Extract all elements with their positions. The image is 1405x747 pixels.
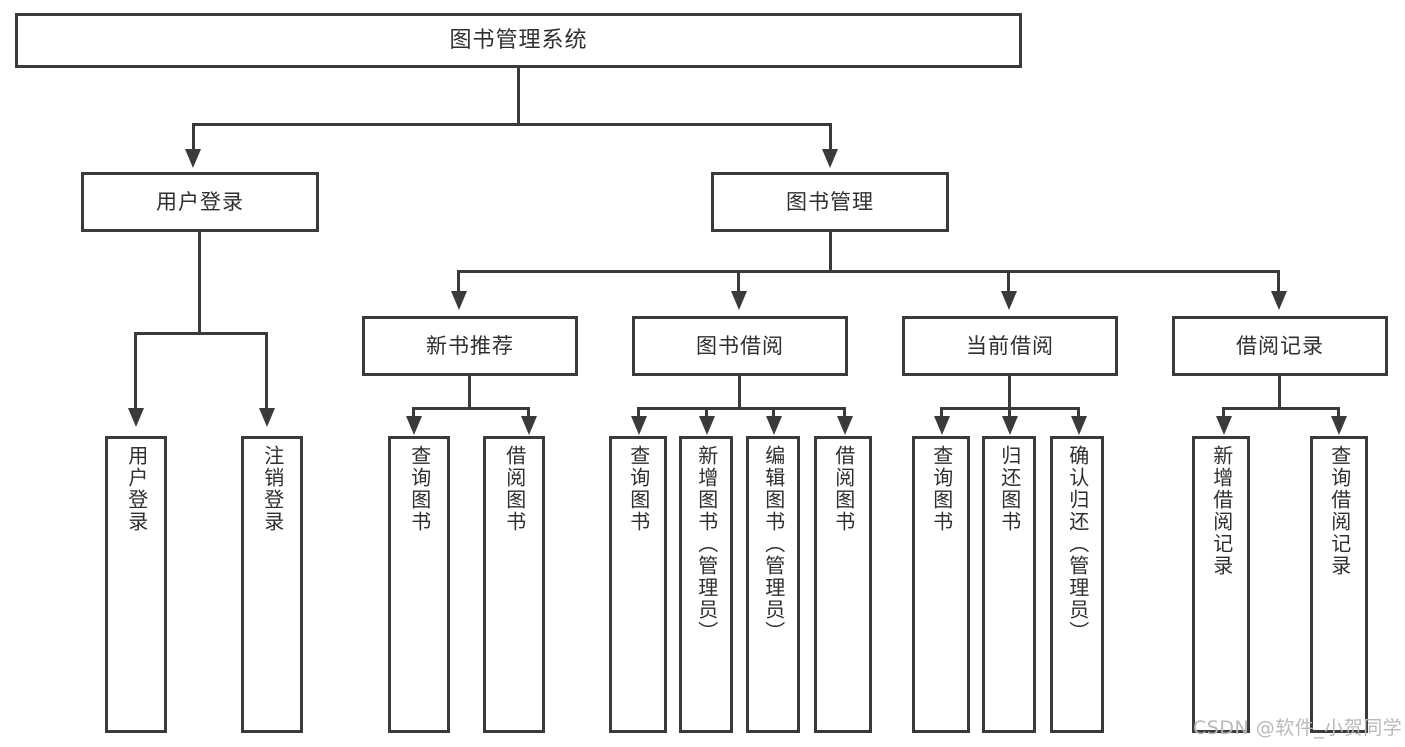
connector-cb-stem: [1008, 376, 1011, 407]
arrowhead-cb-leaf-2: [1002, 416, 1018, 435]
arrowhead-bb-leaf-3: [766, 416, 782, 435]
node-current-borrow[interactable]: 当前借阅: [902, 316, 1118, 376]
leaf-label: 借阅图书: [502, 445, 527, 533]
arrowhead-nbr-leaf-1: [406, 416, 422, 435]
leaf-query-book-recommend[interactable]: 查询图书: [388, 436, 450, 733]
node-borrow-record[interactable]: 借阅记录: [1172, 316, 1388, 376]
connector-bm-drop-new-book: [457, 270, 460, 292]
leaf-query-book-borrow[interactable]: 查询图书: [609, 436, 667, 733]
node-book-management[interactable]: 图书管理: [711, 172, 949, 232]
connector-br-drop-2: [1337, 407, 1340, 417]
connector-user-login-stem: [198, 232, 201, 332]
leaf-label: 借阅图书: [831, 445, 856, 533]
leaf-borrow-book[interactable]: 借阅图书: [814, 436, 872, 733]
connector-bb-drop-2: [705, 407, 708, 417]
connector-book-management-bar: [457, 270, 1280, 273]
connector-nbr-drop-1: [412, 407, 415, 417]
leaf-label: 注销登录: [260, 445, 285, 533]
leaf-label: 归还图书: [997, 445, 1022, 533]
arrowhead-cb-leaf-3: [1071, 416, 1087, 435]
connector-root-to-user-login: [192, 123, 195, 151]
node-new-book-recommend[interactable]: 新书推荐: [362, 316, 578, 376]
leaf-label: 编辑图书（管理员）: [761, 445, 786, 643]
leaf-user-login[interactable]: 用户登录: [105, 436, 167, 733]
arrowhead-cb-leaf-1: [934, 416, 950, 435]
connector-book-management-stem: [829, 232, 832, 270]
arrowhead-bb-leaf-1: [631, 416, 647, 435]
node-label: 借阅记录: [1236, 333, 1324, 358]
leaf-confirm-return[interactable]: 确认归还（管理员）: [1050, 436, 1104, 733]
connector-br-bar: [1222, 407, 1340, 410]
leaf-add-borrow-record[interactable]: 新增借阅记录: [1192, 436, 1250, 733]
connector-bm-drop-book-borrow: [737, 270, 740, 292]
connector-bb-drop-1: [637, 407, 640, 417]
arrowhead-root-to-user-login: [185, 149, 201, 168]
arrowhead-root-to-book-management: [822, 149, 838, 168]
connector-nbr-stem: [468, 376, 471, 407]
leaf-edit-book[interactable]: 编辑图书（管理员）: [746, 436, 800, 733]
connector-root-bar: [192, 123, 832, 126]
leaf-label: 查询图书: [407, 445, 432, 533]
leaf-query-book-current[interactable]: 查询图书: [912, 436, 970, 733]
connector-user-login-bar: [134, 332, 268, 335]
leaf-label: 用户登录: [124, 445, 149, 533]
connector-bb-drop-4: [843, 407, 846, 417]
node-label: 图书管理系统: [449, 27, 588, 53]
connector-cb-drop-2: [1008, 407, 1011, 417]
arrowhead-bm-borrow-record: [1271, 291, 1287, 310]
connector-br-stem: [1278, 376, 1281, 407]
node-root-book-management-system[interactable]: 图书管理系统: [15, 13, 1022, 68]
leaf-user-logout[interactable]: 注销登录: [241, 436, 303, 733]
arrowhead-br-leaf-1: [1216, 416, 1232, 435]
connector-bb-drop-3: [772, 407, 775, 417]
connector-br-drop-1: [1222, 407, 1225, 417]
arrowhead-nbr-leaf-2: [521, 416, 537, 435]
connector-nbr-drop-2: [527, 407, 530, 417]
connector-bb-stem: [738, 376, 741, 407]
arrowhead-user-login-leaf-2: [259, 408, 275, 427]
connector-bm-drop-borrow-record: [1277, 270, 1280, 292]
leaf-label: 查询图书: [626, 445, 651, 533]
leaf-query-borrow-record[interactable]: 查询借阅记录: [1310, 436, 1368, 733]
node-user-login[interactable]: 用户登录: [81, 172, 319, 232]
node-label: 当前借阅: [966, 333, 1054, 358]
connector-root-to-book-management: [829, 123, 832, 151]
leaf-add-book[interactable]: 新增图书（管理员）: [679, 436, 733, 733]
leaf-label: 确认归还（管理员）: [1065, 445, 1090, 643]
node-label: 新书推荐: [426, 333, 514, 358]
connector-bb-bar: [637, 407, 846, 410]
connector-cb-drop-3: [1077, 407, 1080, 417]
arrowhead-bb-leaf-4: [837, 416, 853, 435]
connector-bm-drop-current-borrow: [1007, 270, 1010, 292]
arrowhead-bb-leaf-2: [699, 416, 715, 435]
leaf-label: 新增借阅记录: [1209, 445, 1234, 577]
arrowhead-bm-new-book-recommend: [451, 291, 467, 310]
connector-cb-drop-1: [940, 407, 943, 417]
leaf-label: 查询图书: [929, 445, 954, 533]
leaf-label: 查询借阅记录: [1327, 445, 1352, 577]
leaf-label: 新增图书（管理员）: [694, 445, 719, 643]
arrowhead-br-leaf-2: [1331, 416, 1347, 435]
arrowhead-bm-book-borrow: [731, 291, 747, 310]
node-label: 图书借阅: [696, 333, 784, 358]
node-book-borrow[interactable]: 图书借阅: [632, 316, 848, 376]
connector-nbr-bar: [412, 407, 530, 410]
node-label: 图书管理: [786, 189, 874, 214]
leaf-return-book[interactable]: 归还图书: [982, 436, 1036, 733]
connector-root-stem: [517, 68, 520, 123]
arrowhead-user-login-leaf-1: [128, 408, 144, 427]
connector-user-login-drop-1: [134, 332, 137, 409]
node-label: 用户登录: [156, 189, 244, 214]
arrowhead-bm-current-borrow: [1001, 291, 1017, 310]
leaf-borrow-book-recommend[interactable]: 借阅图书: [483, 436, 545, 733]
connector-user-login-drop-2: [265, 332, 268, 409]
